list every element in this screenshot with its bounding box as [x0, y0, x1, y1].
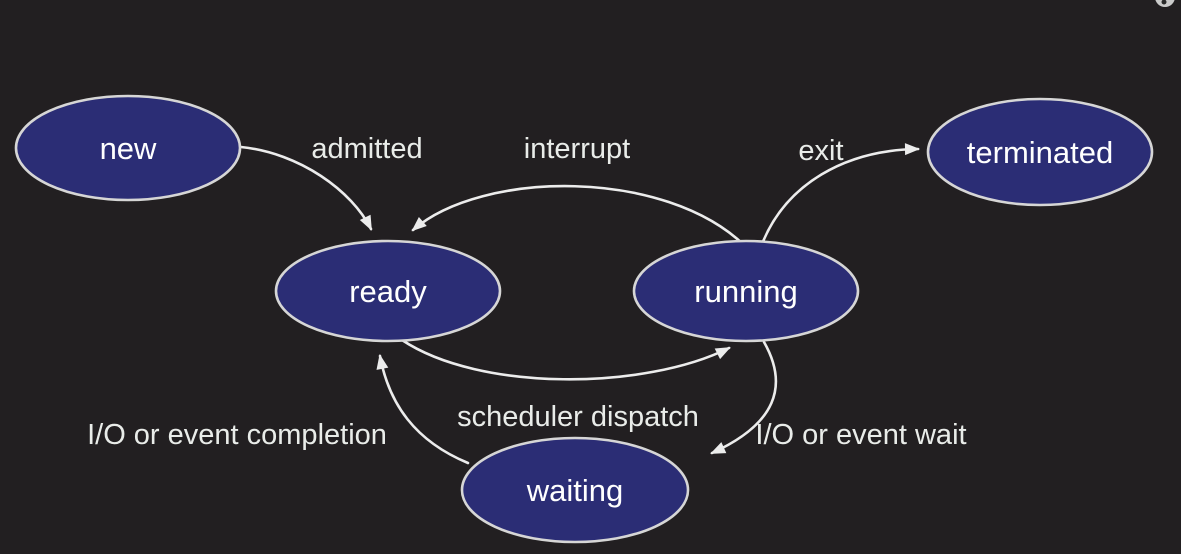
edge-admitted-arrow — [239, 145, 373, 231]
nodes-group: new ready running waiting terminated — [14, 94, 1154, 544]
state-node-waiting: waiting — [460, 436, 690, 544]
state-label-ready: ready — [349, 274, 427, 309]
clipped-circle-icon — [1155, 0, 1175, 7]
edge-label-exit: exit — [798, 135, 843, 167]
state-node-running: running — [632, 239, 860, 343]
edges-group — [239, 143, 920, 465]
edge-label-io-event-wait: I/O or event wait — [755, 419, 966, 451]
state-ellipse-terminated — [926, 97, 1154, 207]
edge-label-interrupt: interrupt — [524, 133, 630, 165]
state-label-waiting: waiting — [526, 473, 624, 508]
edge-label-scheduler-dispatch: scheduler dispatch — [457, 401, 699, 433]
edge-scheduler-dispatch-arrow — [400, 338, 731, 381]
state-ellipse-ready — [274, 239, 502, 343]
edge-interrupt-arrow — [411, 184, 747, 248]
state-ellipse-new — [14, 94, 242, 202]
edge-labels-group: admitted interrupt exit scheduler dispat… — [87, 133, 966, 451]
state-node-terminated: terminated — [926, 97, 1154, 207]
edge-io-event-wait-arrow — [710, 340, 778, 455]
state-node-ready: ready — [274, 239, 502, 343]
edge-io-event-completion-arrow — [376, 354, 470, 465]
state-node-new: new — [14, 94, 242, 202]
state-label-terminated: terminated — [967, 135, 1113, 170]
state-ellipse-running — [632, 239, 860, 343]
edge-label-admitted: admitted — [311, 133, 422, 165]
state-ellipse-waiting — [460, 436, 690, 544]
state-label-running: running — [694, 274, 797, 309]
edge-label-io-event-completion: I/O or event completion — [87, 419, 387, 451]
edge-exit-arrow — [760, 143, 920, 246]
state-label-new: new — [100, 131, 157, 166]
